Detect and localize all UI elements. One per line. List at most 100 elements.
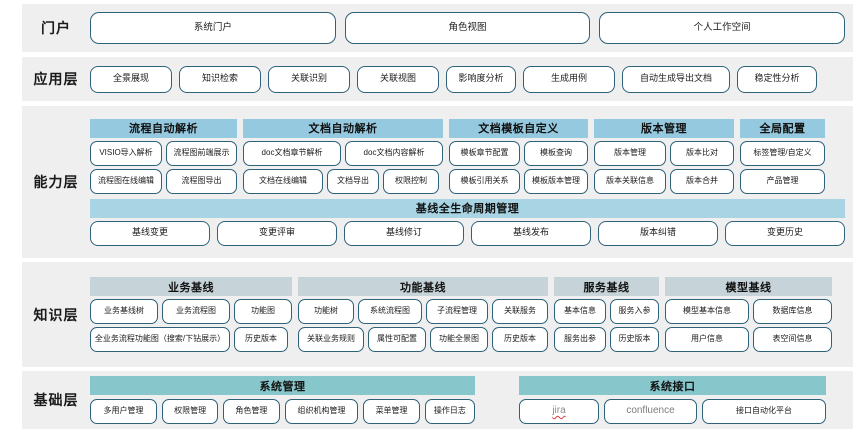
app-item-2[interactable]: 关联识别 [268,65,350,93]
foundation-group-headers: 系统管理 系统接口 [90,376,845,395]
base-item-0-1[interactable]: 权限管理 [162,399,219,424]
know-item-3-0-1[interactable]: 数据库信息 [753,299,832,324]
cap-item-3-0-1[interactable]: 版本比对 [670,140,734,166]
know-item-2-1-0[interactable]: 服务出参 [554,327,606,352]
app-item-4[interactable]: 影响度分析 [446,65,516,93]
confluence-logo: confluence [626,405,675,417]
know-item-1-1-2[interactable]: 功能全景图 [430,327,488,352]
cap-item-2-0-1[interactable]: 模板查询 [524,140,588,166]
base-item-0-2[interactable]: 角色管理 [223,399,280,424]
know-item-1-1-0[interactable]: 关联业务规则 [298,327,364,352]
foundation-group-header-0: 系统管理 [90,376,475,395]
layer-label-capability: 能力层 [33,174,79,190]
layer-portal: 门户 系统门户 角色视图 个人工作空间 [22,4,853,52]
capability-group-header-1: 文档自动解析 [243,118,443,138]
capability-group-header-0: 流程自动解析 [90,118,237,138]
baseline-item-0[interactable]: 基线变更 [90,220,210,246]
cap-item-3-1-0[interactable]: 版本关联信息 [594,168,666,194]
capability-group-2: 模板章节配置 模板查询 模板引用关系 模板版本管理 [449,140,588,194]
know-item-1-0-1[interactable]: 系统流程图 [358,299,422,324]
capability-group-0: VISIO导入解析 流程图前端展示 流程图在线编辑 流程图导出 [90,140,237,194]
layer-body-application: 全景展现 知识检索 关联识别 关联视图 影响度分析 生成用例 自动生成导出文档 … [90,65,853,93]
know-item-2-0-1[interactable]: 服务入参 [610,299,659,324]
knowledge-row: 模型基本信息 数据库信息 [665,299,832,324]
foundation-group-grid: 多用户管理 权限管理 角色管理 组织机构管理 菜单管理 操作日志 jira co… [90,399,845,424]
layer-knowledge: 知识层 业务基线 功能基线 服务基线 模型基线 业务基线树 业务流程图 功能图 … [22,262,853,367]
base-item-0-3[interactable]: 组织机构管理 [284,399,359,424]
knowledge-group-grid: 业务基线树 业务流程图 功能图 全业务流程功能图（搜索/下钻展示） 历史版本 功… [90,299,845,352]
cap-item-2-1-0[interactable]: 模板引用关系 [449,168,520,194]
baseline-item-2[interactable]: 基线修订 [344,220,464,246]
layer-body-foundation: 系统管理 系统接口 多用户管理 权限管理 角色管理 组织机构管理 菜单管理 操作… [90,376,853,424]
capability-row: 文档在线编辑 文档导出 权限控制 [243,168,443,194]
app-item-1[interactable]: 知识检索 [179,65,261,93]
cap-item-3-0-0[interactable]: 版本管理 [594,140,666,166]
know-item-1-1-1[interactable]: 属性可配置 [368,327,426,352]
knowledge-group-header-3: 模型基线 [665,277,832,296]
knowledge-group-1: 功能树 系统流程图 子流程管理 关联服务 关联业务规则 属性可配置 功能全景图 … [298,299,548,352]
layer-body-knowledge: 业务基线 功能基线 服务基线 模型基线 业务基线树 业务流程图 功能图 全业务流… [90,277,853,352]
baseline-item-5[interactable]: 变更历史 [725,220,845,246]
app-item-0[interactable]: 全景展现 [90,65,172,93]
capability-row: 流程图在线编辑 流程图导出 [90,168,237,194]
baseline-item-1[interactable]: 变更评审 [217,220,337,246]
portal-item-1[interactable]: 角色视图 [344,12,591,44]
cap-item-4-1-0[interactable]: 产品管理 [740,168,825,194]
know-item-1-0-0[interactable]: 功能树 [298,299,354,324]
cap-item-2-1-1[interactable]: 模板版本管理 [524,168,588,194]
cap-item-1-0-1[interactable]: doc文档内容解析 [345,140,443,166]
cap-item-0-0-0[interactable]: VISIO导入解析 [90,140,162,166]
foundation-group-0: 多用户管理 权限管理 角色管理 组织机构管理 菜单管理 操作日志 [90,399,475,424]
portal-item-0[interactable]: 系统门户 [90,12,336,44]
cap-item-1-1-2[interactable]: 权限控制 [383,168,439,194]
know-item-3-0-0[interactable]: 模型基本信息 [665,299,749,324]
knowledge-row: 业务基线树 业务流程图 功能图 [90,299,292,324]
cap-item-3-1-1[interactable]: 版本合并 [670,168,734,194]
base-item-0-4[interactable]: 菜单管理 [363,399,420,424]
base-item-1-2[interactable]: 接口自动化平台 [702,399,826,424]
baseline-item-3[interactable]: 基线发布 [471,220,591,246]
know-item-2-1-1[interactable]: 历史版本 [610,327,659,352]
base-item-1-0[interactable]: jira [519,399,599,424]
cap-item-1-1-1[interactable]: 文档导出 [327,168,379,194]
capability-group-header-4: 全局配置 [740,118,825,138]
know-item-1-0-2[interactable]: 子流程管理 [426,299,488,324]
know-item-3-1-0[interactable]: 用户信息 [665,327,749,352]
base-item-1-1[interactable]: confluence [604,399,697,424]
know-item-0-1-1[interactable]: 历史版本 [234,327,288,352]
layer-body-capability: 流程自动解析 文档自动解析 文档模板自定义 版本管理 全局配置 VISIO导入解… [90,118,853,246]
cap-item-2-0-0[interactable]: 模板章节配置 [449,140,520,166]
capability-row: 标签管理/自定义 [740,140,825,166]
jira-logo: jira [552,405,566,417]
baseline-item-4[interactable]: 版本纠错 [598,220,718,246]
cap-item-0-1-1[interactable]: 流程图导出 [166,168,237,194]
portal-item-2[interactable]: 个人工作空间 [599,12,846,44]
know-item-1-1-3[interactable]: 历史版本 [492,327,548,352]
cap-item-0-0-1[interactable]: 流程图前端展示 [166,140,237,166]
know-item-0-0-0[interactable]: 业务基线树 [90,299,158,324]
base-item-0-5[interactable]: 操作日志 [424,399,475,424]
know-item-2-0-0[interactable]: 基本信息 [554,299,606,324]
capability-row: 模板引用关系 模板版本管理 [449,168,588,194]
knowledge-row: 基本信息 服务入参 [554,299,659,324]
know-item-1-0-3[interactable]: 关联服务 [492,299,548,324]
knowledge-row: 用户信息 表空间信息 [665,327,832,352]
app-item-3[interactable]: 关联视图 [357,65,439,93]
layer-capability: 能力层 流程自动解析 文档自动解析 文档模板自定义 版本管理 全局配置 VISI… [22,106,853,258]
capability-group-header-3: 版本管理 [594,118,734,138]
know-item-0-0-2[interactable]: 功能图 [234,299,292,324]
cap-item-4-0-0[interactable]: 标签管理/自定义 [740,140,825,166]
cap-item-1-1-0[interactable]: 文档在线编辑 [243,168,323,194]
cap-item-1-0-0[interactable]: doc文档章节解析 [243,140,341,166]
app-item-7[interactable]: 稳定性分析 [737,65,817,93]
base-item-0-0[interactable]: 多用户管理 [90,399,158,424]
app-item-6[interactable]: 自动生成导出文档 [622,65,730,93]
know-item-0-0-1[interactable]: 业务流程图 [162,299,230,324]
know-item-3-1-1[interactable]: 表空间信息 [753,327,832,352]
cap-item-0-1-0[interactable]: 流程图在线编辑 [90,168,162,194]
capability-row: 模板章节配置 模板查询 [449,140,588,166]
knowledge-row: 全业务流程功能图（搜索/下钻展示） 历史版本 [90,327,292,352]
app-item-5[interactable]: 生成用例 [523,65,615,93]
layer-label-foundation: 基础层 [33,392,79,408]
know-item-0-1-0[interactable]: 全业务流程功能图（搜索/下钻展示） [90,327,230,352]
